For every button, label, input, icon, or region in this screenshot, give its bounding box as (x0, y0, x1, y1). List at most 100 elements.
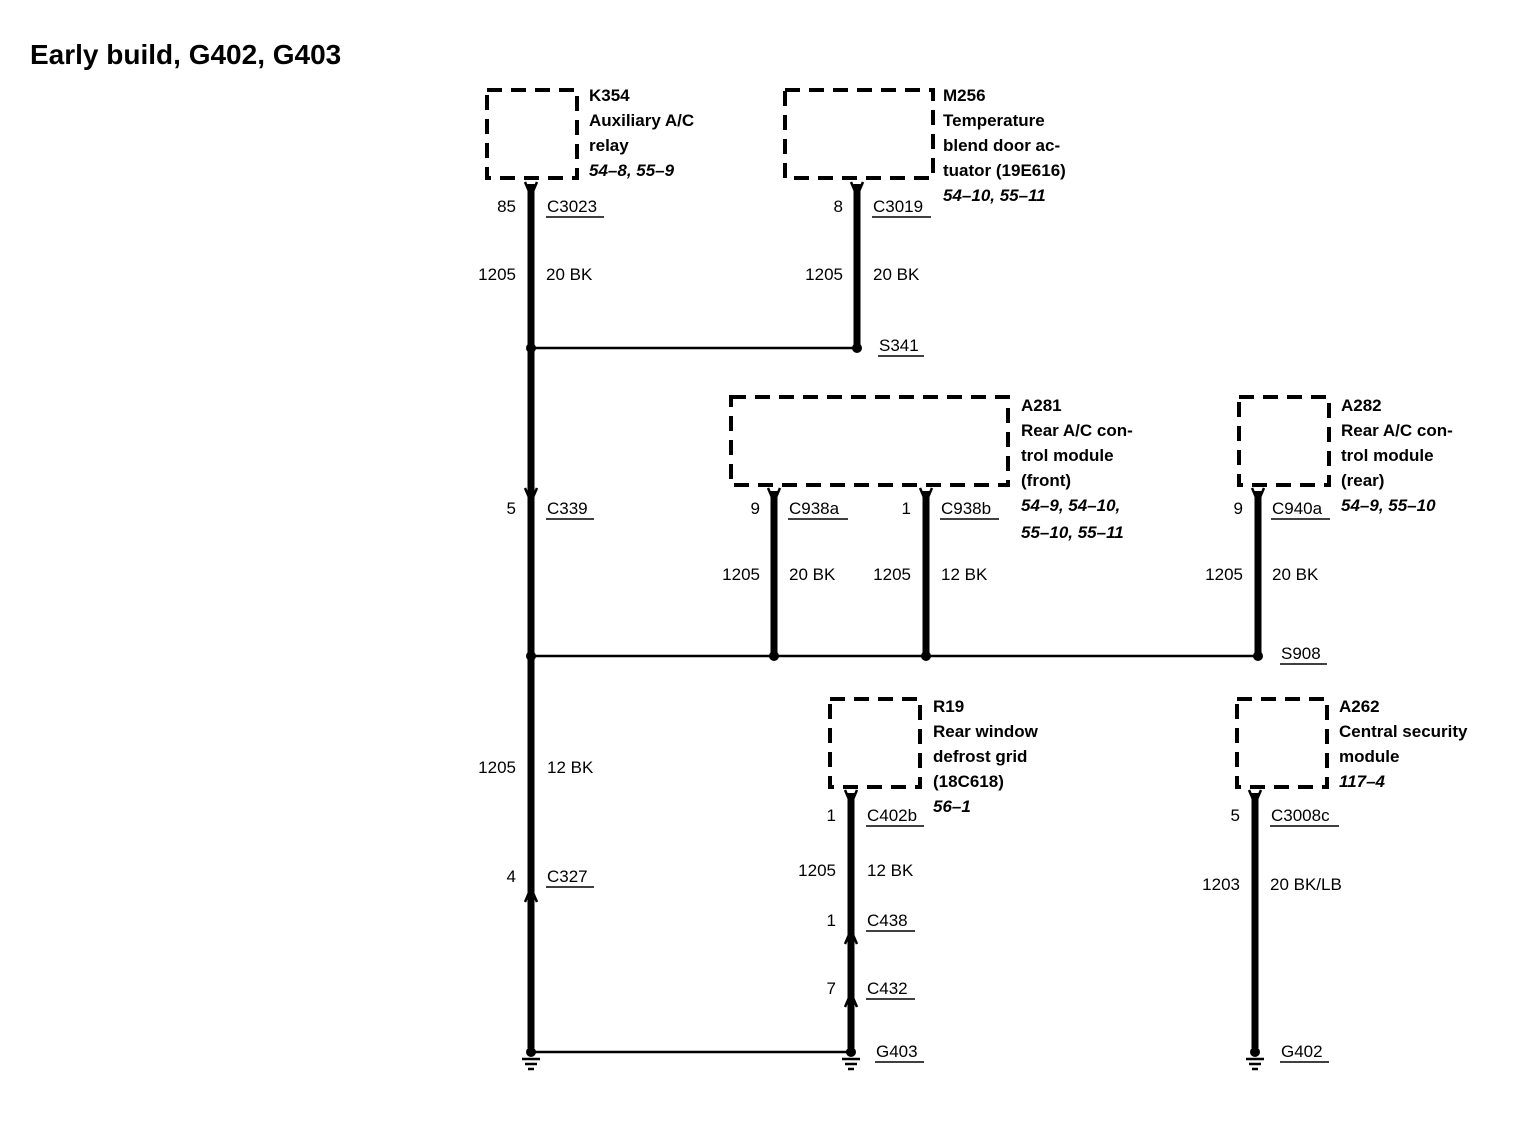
ground-icon (522, 1047, 540, 1071)
component-id: K354 (589, 86, 630, 105)
splice-label-s341: S341 (878, 336, 924, 357)
connector-id: C938a (789, 499, 840, 518)
connector-id: C940a (1272, 499, 1323, 518)
component-name-line: trol module (1021, 446, 1114, 465)
ground-icon (1246, 1047, 1264, 1071)
component-id: R19 (933, 697, 964, 716)
wire-circuit-number: 1205 (478, 758, 516, 777)
connector-label-c3019: C3019 (872, 197, 931, 218)
pin-number: 1 (902, 499, 911, 518)
component-page-ref: 117–4 (1339, 772, 1386, 791)
splice-dot (921, 651, 931, 661)
splice-id: S341 (879, 336, 919, 355)
a282-label: A282 Rear A/C con- trol module (rear) 54… (1341, 396, 1453, 515)
connector-label-c938a: C938a (788, 499, 848, 520)
component-page-ref: 56–1 (933, 797, 971, 816)
connector-id: C327 (547, 867, 588, 886)
connector-c938b-marker (918, 487, 934, 506)
ground-id: G403 (876, 1042, 918, 1061)
wire-circuit-number: 1205 (805, 265, 843, 284)
connector-label-c432: C432 (866, 979, 915, 1000)
r19-component-box (828, 697, 922, 789)
wire-circuit-number: 1205 (1205, 565, 1243, 584)
connector-id: C438 (867, 911, 908, 930)
wire-spec: 12 BK (547, 758, 594, 777)
pin-number: 7 (827, 979, 836, 998)
component-id: M256 (943, 86, 986, 105)
diagram-title: Early build, G402, G403 (30, 39, 341, 70)
wire-spec: 20 BK (789, 565, 836, 584)
component-page-ref: 54–9, 55–10 (1341, 496, 1436, 515)
connector-c339-marker (523, 487, 539, 506)
component-name-line: defrost grid (933, 747, 1027, 766)
pin-number: 5 (507, 499, 516, 518)
ground-icon (842, 1047, 860, 1071)
r19-label: R19 Rear window defrost grid (18C618) 56… (933, 697, 1039, 816)
connector-id: C339 (547, 499, 588, 518)
pin-number: 4 (507, 867, 516, 886)
connector-label-c938b: C938b (940, 499, 999, 520)
k354-component-box (485, 88, 579, 180)
m256-label: M256 Temperature blend door ac- tuator (… (943, 86, 1066, 205)
connector-id: C3023 (547, 197, 597, 216)
connector-c3008c-marker (1247, 789, 1263, 808)
wire-spec: 12 BK (867, 861, 914, 880)
connector-id: C432 (867, 979, 908, 998)
connector-label-c339: C339 (546, 499, 594, 520)
connector-label-c438: C438 (866, 911, 915, 932)
k354-label: K354 Auxiliary A/C relay 54–8, 55–9 (589, 86, 694, 180)
component-name-line: Rear window (933, 722, 1039, 741)
pin-number: 85 (497, 197, 516, 216)
a281-label: A281 Rear A/C con- trol module (front) 5… (1021, 396, 1133, 542)
ground-id: G402 (1281, 1042, 1323, 1061)
connector-c438-marker (843, 926, 859, 945)
component-id: A281 (1021, 396, 1062, 415)
component-page-ref: 54–8, 55–9 (589, 161, 675, 180)
connector-c938a-marker (766, 487, 782, 506)
pin-number: 8 (834, 197, 843, 216)
component-id: A262 (1339, 697, 1380, 716)
m256-component-box (783, 88, 935, 180)
component-page-ref: 54–10, 55–11 (943, 186, 1046, 205)
wire-spec: 20 BK (873, 265, 920, 284)
pin-number: 5 (1231, 806, 1240, 825)
pin-number: 9 (751, 499, 760, 518)
component-name-line: trol module (1341, 446, 1434, 465)
splice-label-s908: S908 (1280, 644, 1327, 665)
connector-label-c402b: C402b (866, 806, 924, 827)
wire-spec: 20 BK/LB (1270, 875, 1342, 894)
component-name-line: Auxiliary A/C (589, 111, 694, 130)
connector-label-c3023: C3023 (546, 197, 604, 218)
component-name-line: Rear A/C con- (1021, 421, 1133, 440)
wire-circuit-number: 1205 (478, 265, 516, 284)
component-name-line: Rear A/C con- (1341, 421, 1453, 440)
splice-id: S908 (1281, 644, 1321, 663)
connector-c327-marker (523, 884, 539, 903)
component-name-line: Temperature (943, 111, 1045, 130)
connector-label-c327: C327 (546, 867, 594, 888)
component-name-line: tuator (19E616) (943, 161, 1066, 180)
component-name-line: (rear) (1341, 471, 1384, 490)
pin-number: 1 (827, 911, 836, 930)
connector-id: C3019 (873, 197, 923, 216)
splice-dot-s908 (1253, 651, 1263, 661)
connector-c432-marker (843, 989, 859, 1008)
connector-label-c3008c: C3008c (1270, 806, 1339, 827)
a282-component-box (1237, 395, 1331, 487)
ground-label-g402: G402 (1280, 1042, 1329, 1063)
a262-component-box (1235, 697, 1329, 789)
component-name-line: Central security (1339, 722, 1468, 741)
splice-dot (526, 651, 536, 661)
pin-number: 1 (827, 806, 836, 825)
splice-dot (526, 343, 536, 353)
wire-spec: 12 BK (941, 565, 988, 584)
component-name-line: relay (589, 136, 629, 155)
splice-dot-s341 (852, 343, 862, 353)
component-name-line: (front) (1021, 471, 1071, 490)
component-page-ref: 54–9, 54–10, (1021, 496, 1120, 515)
splice-dot (769, 651, 779, 661)
component-page-ref: 55–10, 55–11 (1021, 523, 1124, 542)
wire-circuit-number: 1205 (873, 565, 911, 584)
component-name-line: blend door ac- (943, 136, 1060, 155)
